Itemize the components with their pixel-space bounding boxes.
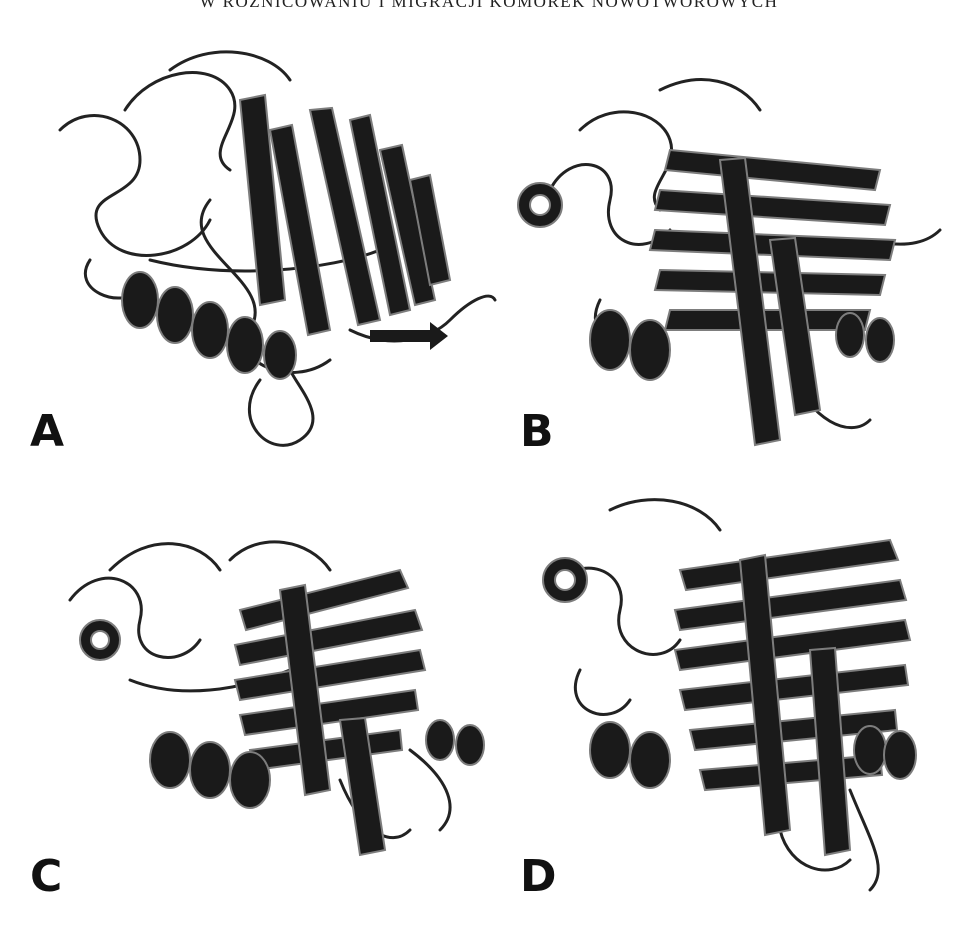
panel-label-b: B <box>520 410 554 454</box>
protein-ribbon-d-icon <box>490 470 960 910</box>
figure-panel-c: C <box>30 470 500 910</box>
running-header: W RÓŻNICOWANIU I MIGRACJI KOMÓREK NOWOTW… <box>0 0 978 12</box>
figure-panel-a: A <box>30 30 500 470</box>
protein-ribbon-b-icon <box>490 40 960 480</box>
protein-ribbon-c-icon <box>30 470 500 910</box>
panel-label-d: D <box>520 855 557 899</box>
protein-ribbon-a-icon <box>30 30 500 470</box>
panel-label-c: C <box>30 855 62 899</box>
figure-panel-d: D <box>490 470 960 910</box>
figure-panel-b: B <box>490 40 960 480</box>
panel-label-a: A <box>30 410 64 454</box>
